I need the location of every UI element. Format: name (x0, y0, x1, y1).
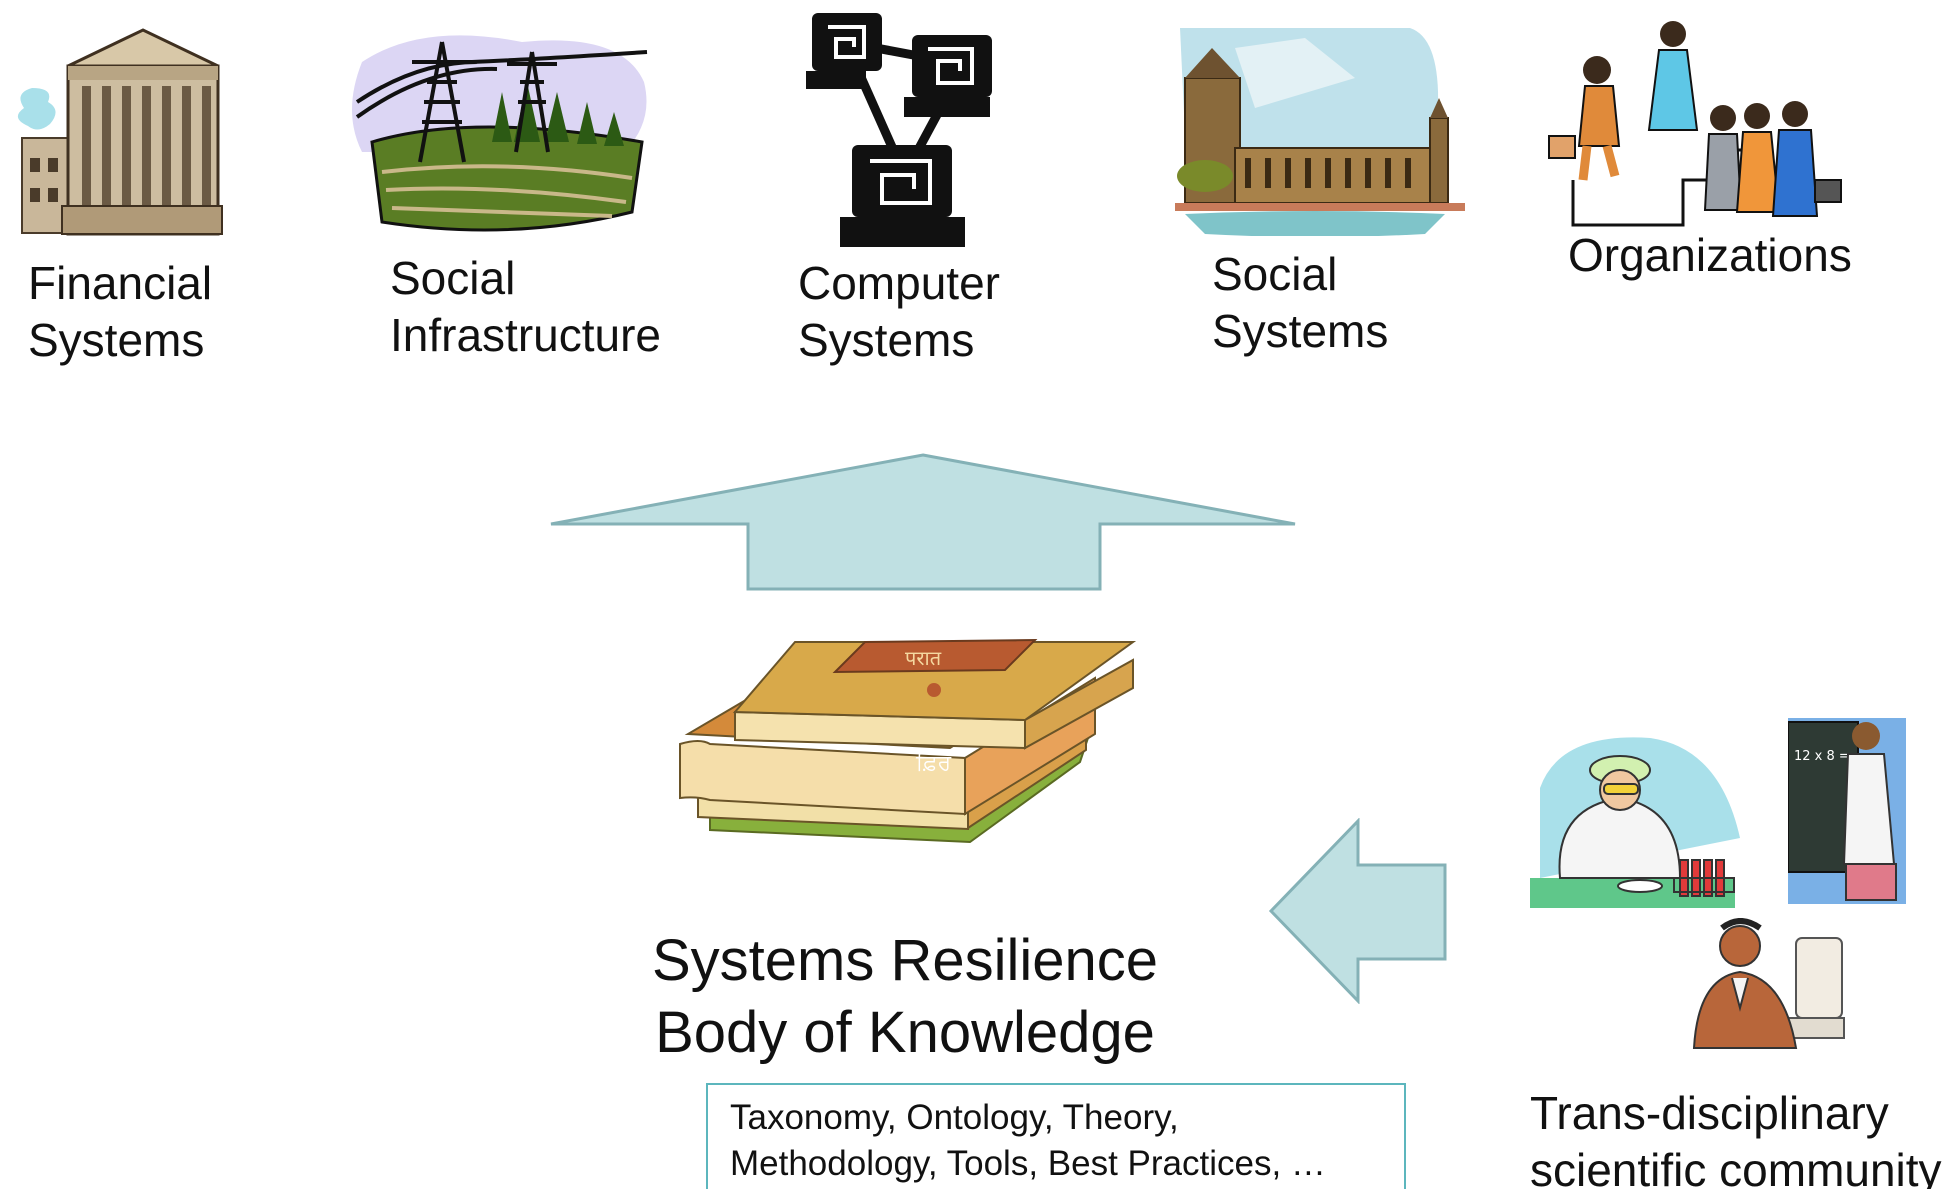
networked-computers-icon (800, 5, 1000, 250)
people-group-icon (1545, 18, 1845, 228)
svg-text:ਫ਼ਿਰ: ਫ਼ਿਰ (915, 751, 952, 776)
knowledge-contents-line-2: Methodology, Tools, Best Practices, … (730, 1144, 1326, 1183)
blackboard-equation: 12 x 8 = (1794, 749, 1850, 764)
label-organizations: Organizations (1568, 229, 1852, 281)
parliament-city-icon (1175, 18, 1465, 236)
stacked-books-icon: परात ਫ਼ਿਰ (670, 632, 1140, 917)
bank-building-icon (12, 18, 224, 236)
computer-worker-icon (1688, 918, 1848, 1068)
teacher-at-blackboard-icon: 12 x 8 = (1788, 708, 1908, 906)
up-arrow-icon (548, 452, 1298, 592)
power-lines-icon (352, 22, 654, 234)
knowledge-contents-line-1: Taxonomy, Ontology, Theory, (730, 1098, 1179, 1137)
scientist-icon (1530, 728, 1745, 910)
knowledge-contents-box: Taxonomy, Ontology, Theory, Methodology,… (706, 1083, 1406, 1189)
left-arrow-icon (1268, 818, 1448, 1004)
svg-text:परात: परात (905, 646, 942, 670)
